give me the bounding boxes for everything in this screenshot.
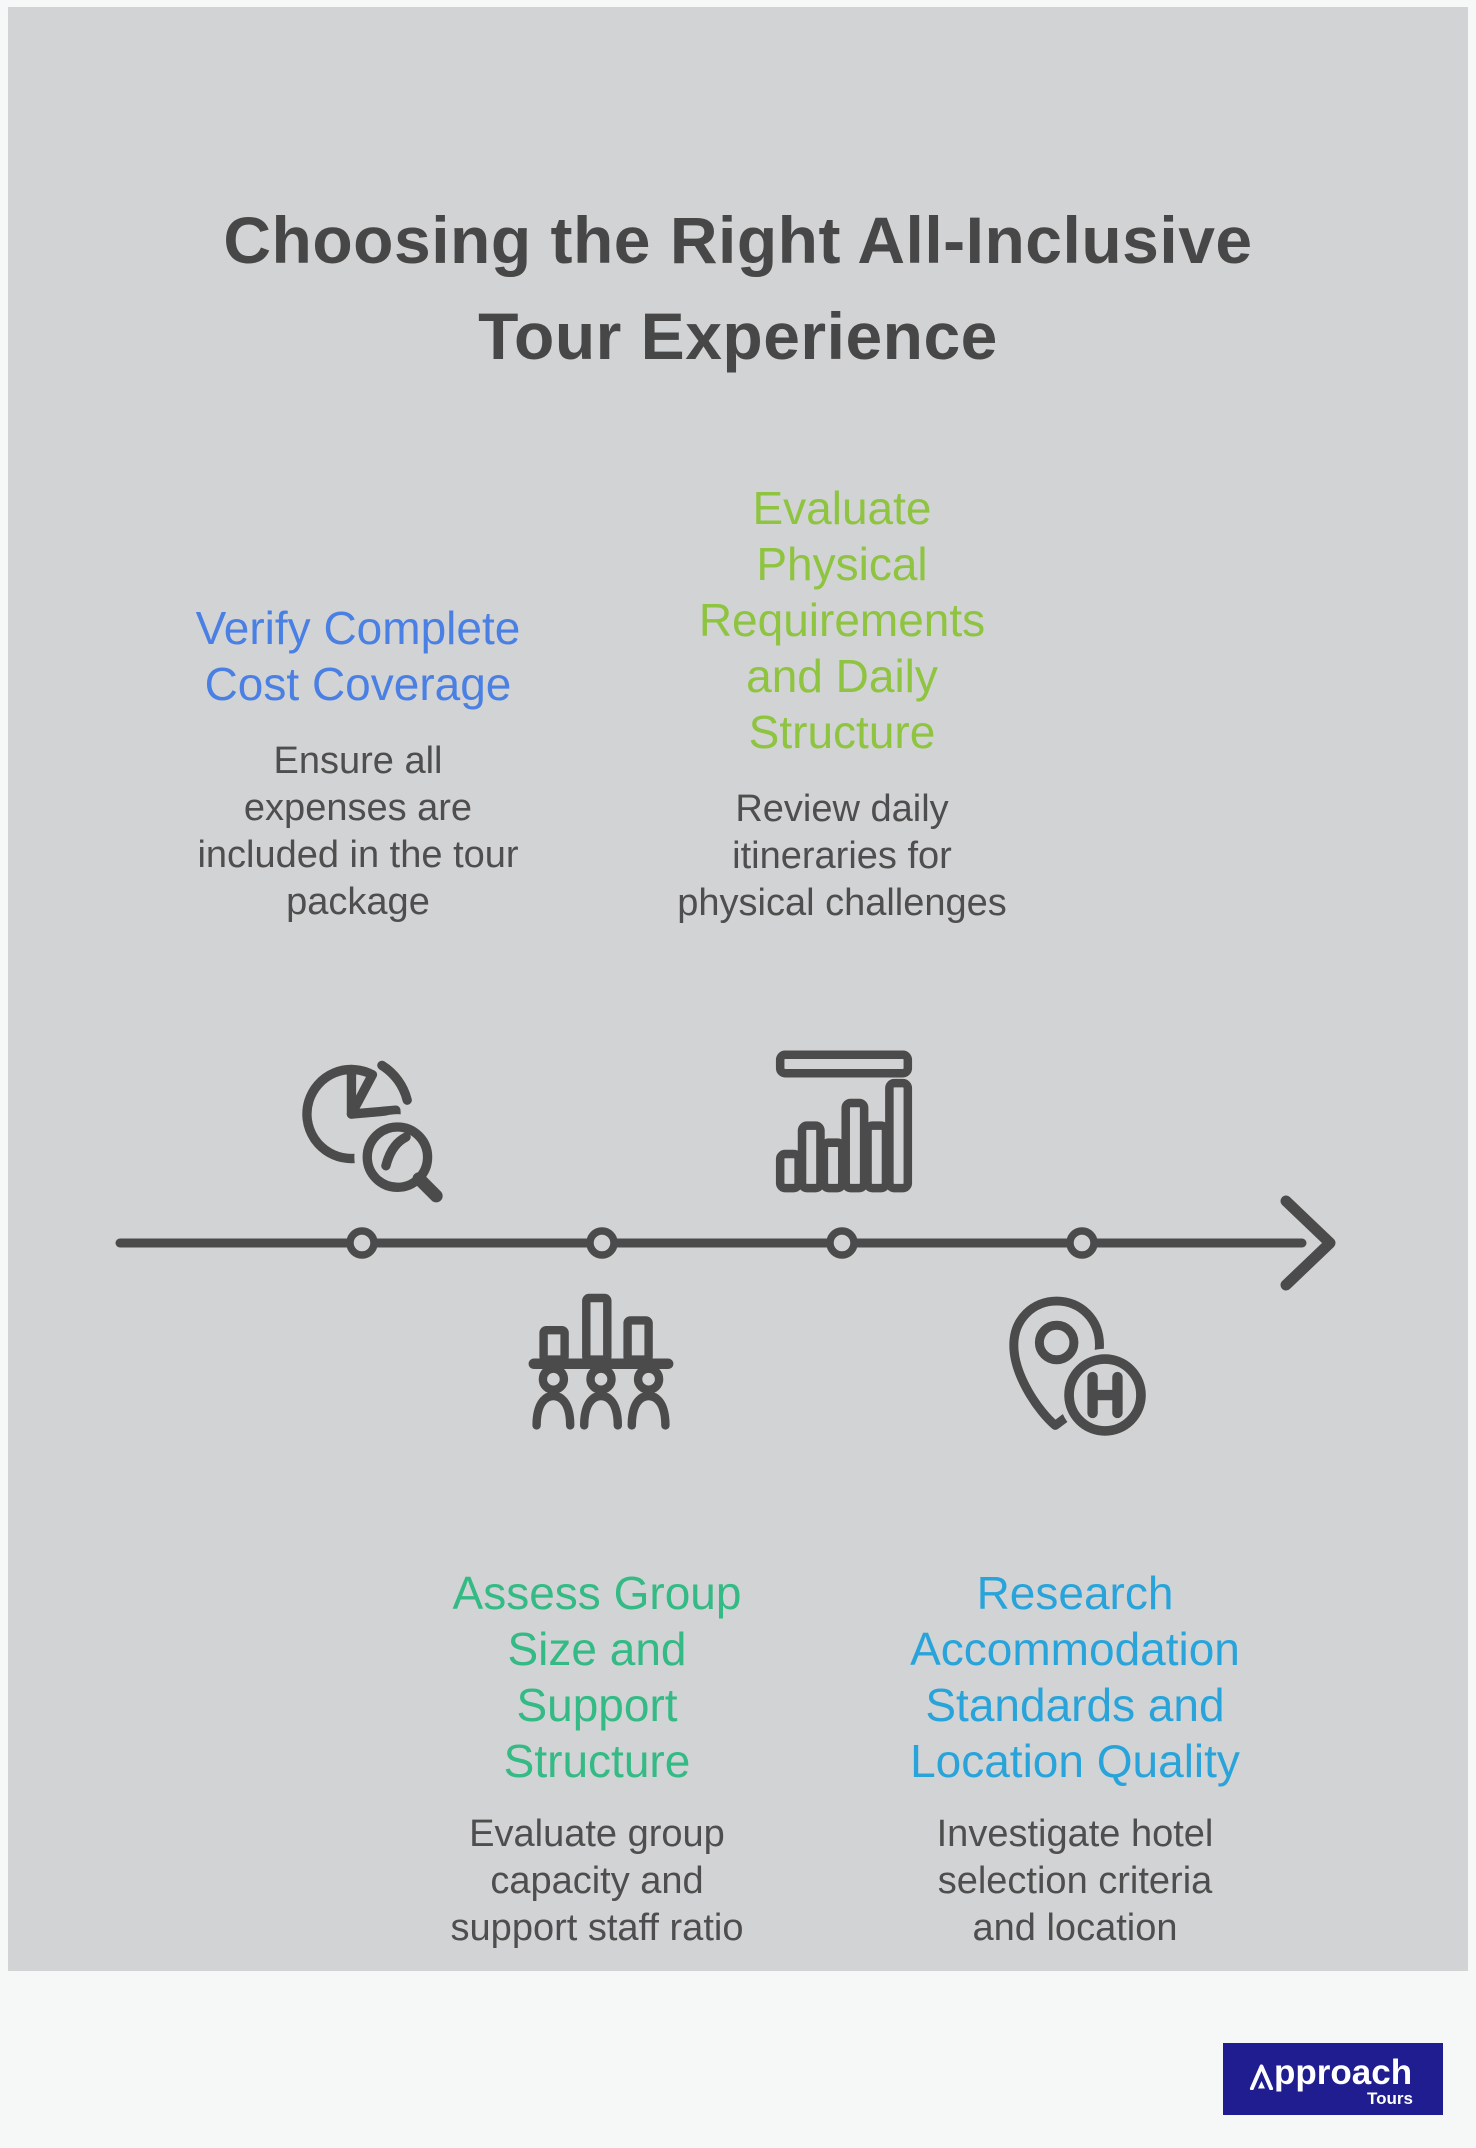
milestone-title: Evaluate Physical Requirements and Daily…: [698, 482, 986, 758]
logo-wordmark: pproach: [1249, 2053, 1413, 2092]
pie-chart-search-icon: [302, 1060, 443, 1203]
milestone-description: Investigate hotel selection criteria and…: [936, 1813, 1214, 1949]
location-pin-hotel-icon: [1009, 1296, 1152, 1442]
milestone-evaluate-physical-requirements: Evaluate Physical Requirements and Daily…: [632, 480, 1052, 927]
milestone-title: Research Accommodation Standards and Loc…: [910, 1567, 1240, 1787]
milestone-title: Assess Group Size and Support Structure: [452, 1567, 742, 1787]
approach-tours-logo: pproach Tours: [1223, 2043, 1443, 2115]
timeline-node-4: [1066, 1227, 1098, 1259]
timeline-node-1: [346, 1227, 378, 1259]
logo-name-rest: pproach: [1274, 2053, 1413, 2092]
milestone-assess-group-size: Assess Group Size and Support Structure …: [387, 1565, 807, 1952]
page-title: Choosing the Right All-Inclusive Tour Ex…: [223, 203, 1253, 373]
approach-logo-a-icon: [1249, 2064, 1274, 2090]
logo-subtitle: Tours: [1367, 2089, 1413, 2108]
milestone-description: Review daily itineraries for physical ch…: [677, 788, 1007, 924]
background-panel: [8, 7, 1468, 1971]
people-bar-chart-icon: [528, 1293, 674, 1430]
milestone-verify-cost-coverage: Verify Complete Cost Coverage Ensure all…: [148, 600, 568, 926]
timeline-arrowhead: [1280, 1195, 1336, 1291]
milestone-title: Verify Complete Cost Coverage: [195, 602, 521, 710]
milestone-research-accommodation: Research Accommodation Standards and Loc…: [855, 1565, 1295, 1952]
timeline-axis: [115, 1195, 1336, 1291]
milestone-description: Ensure all expenses are included in the …: [197, 740, 519, 923]
timeline-node-2: [586, 1227, 618, 1259]
milestone-description: Evaluate group capacity and support staf…: [450, 1813, 744, 1949]
timeline-node-3: [826, 1227, 858, 1259]
bar-chart-icon: [775, 1050, 913, 1193]
